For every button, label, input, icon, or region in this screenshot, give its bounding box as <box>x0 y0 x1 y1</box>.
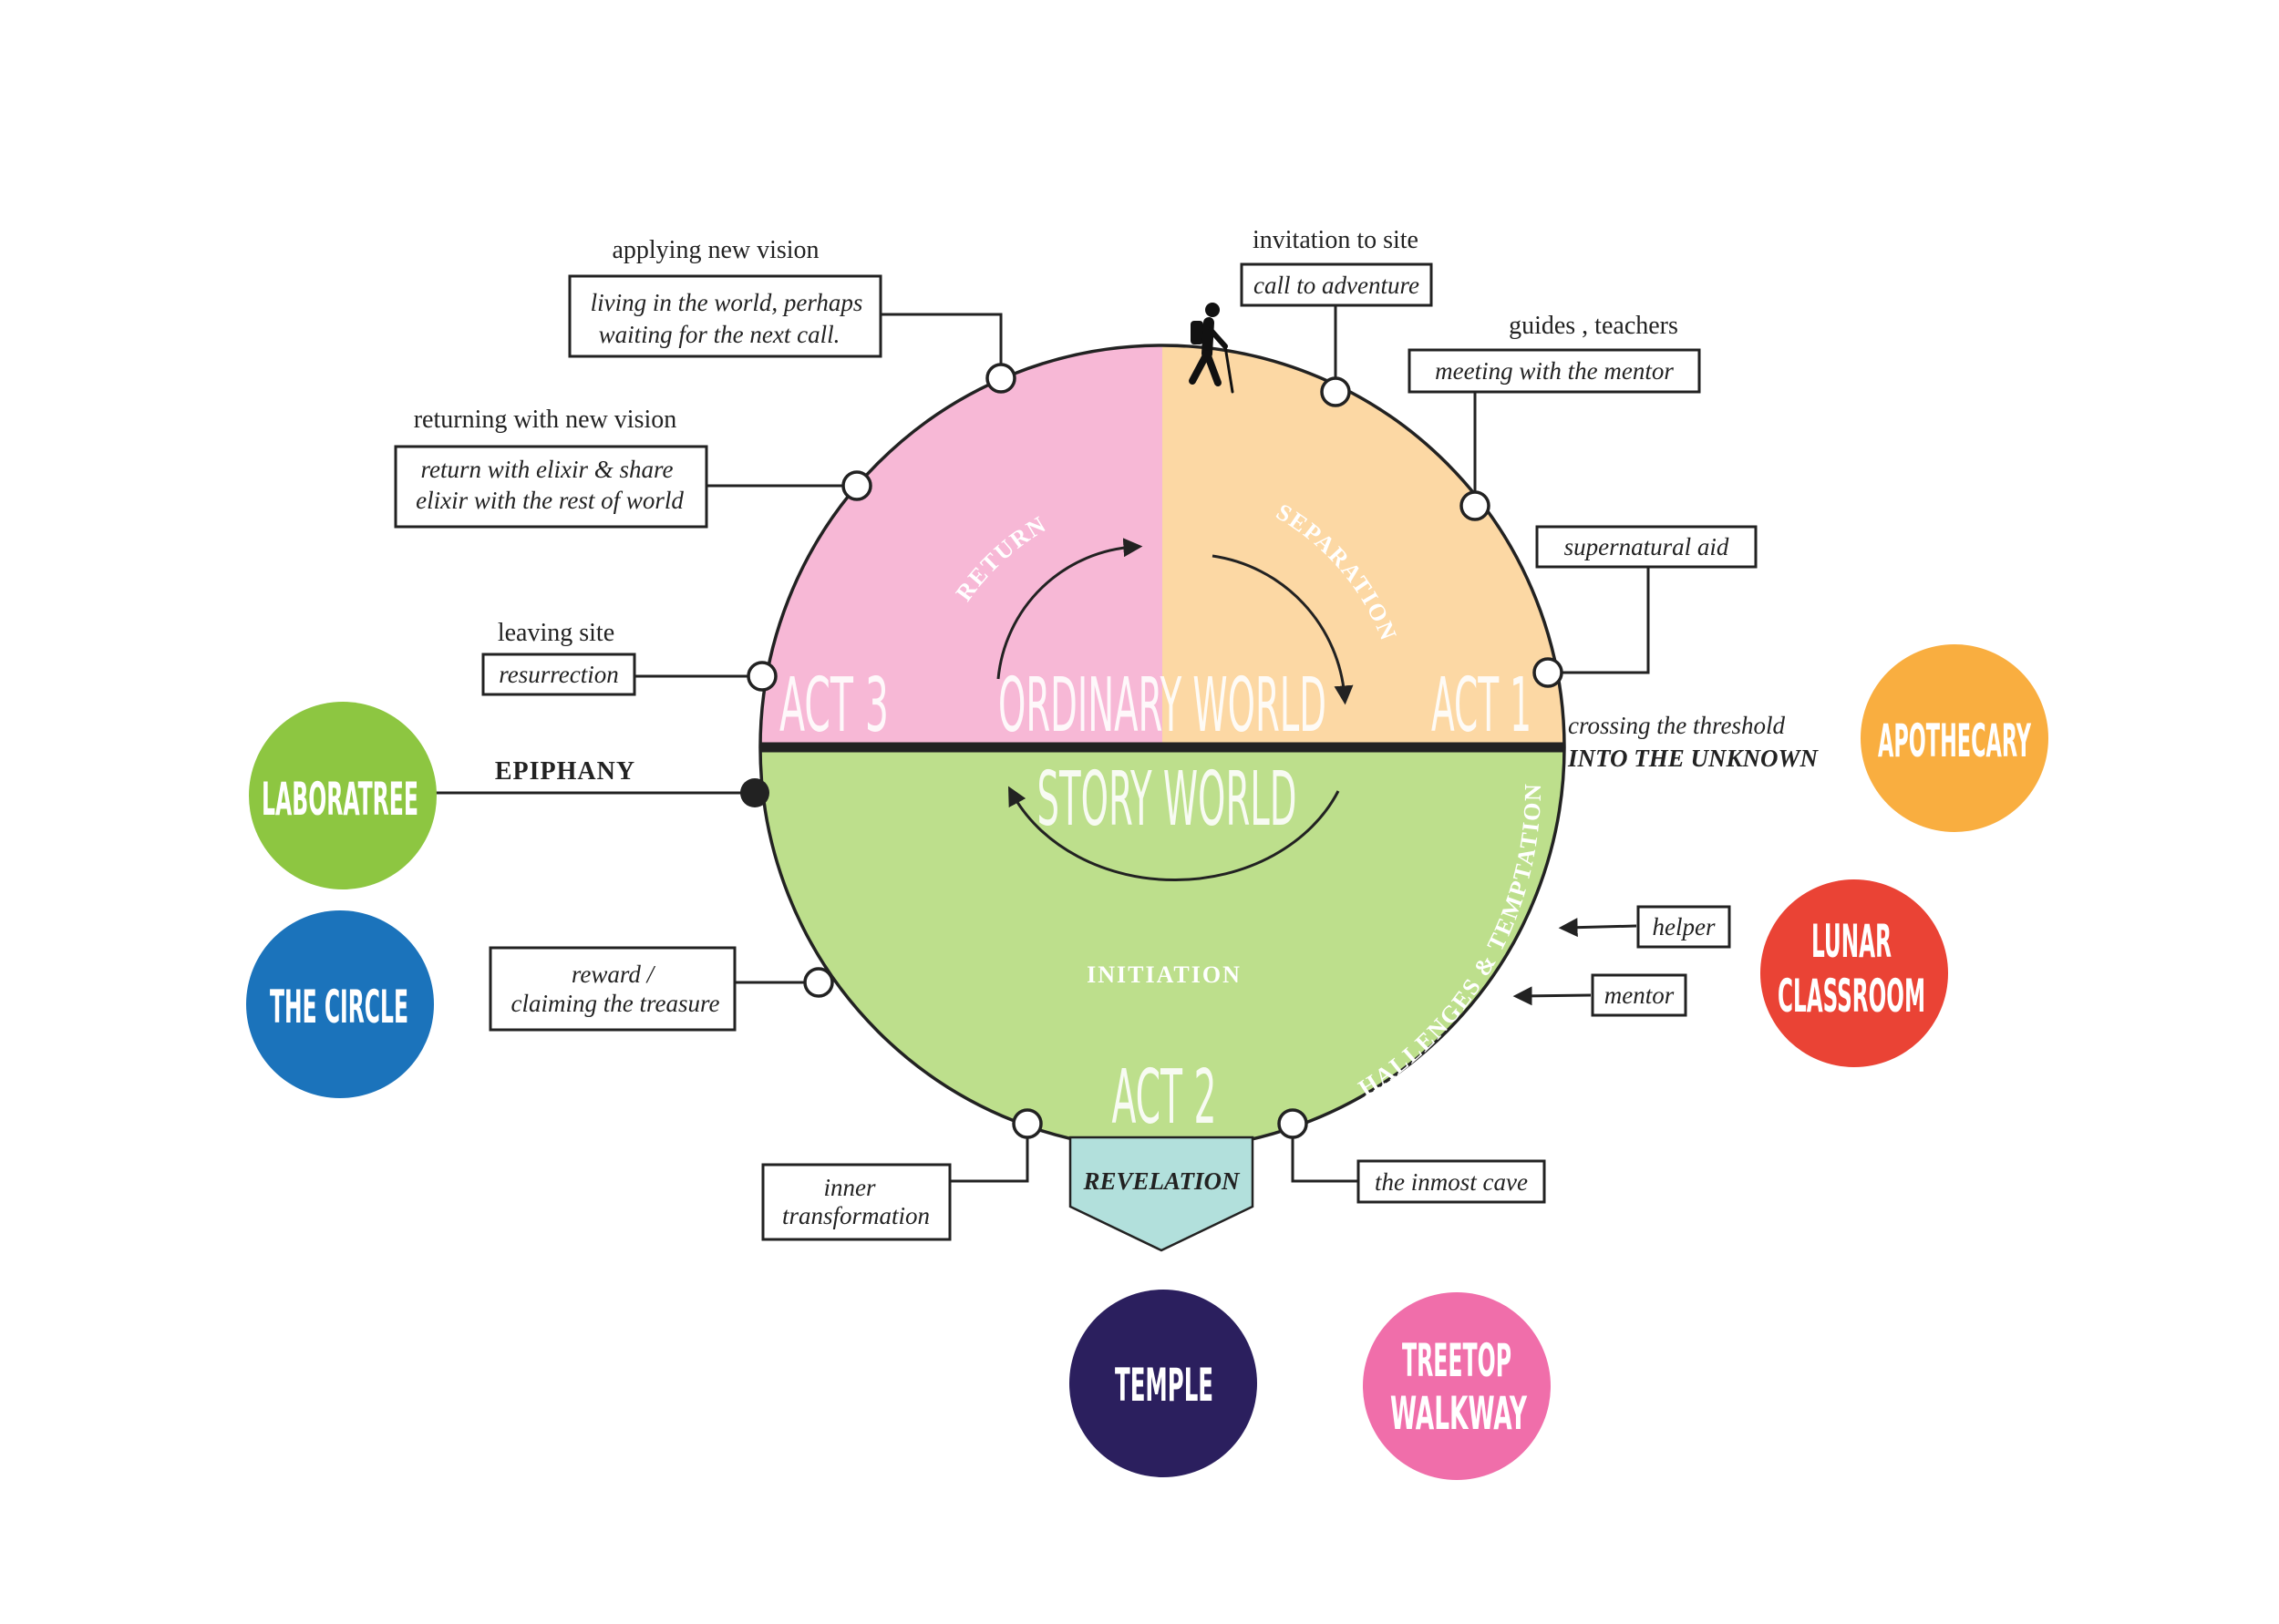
stage-living: applying new vision living in the world,… <box>568 236 1016 394</box>
location-temple[interactable]: TEMPLE <box>1069 1290 1257 1477</box>
location-treetop-walkway-line2: WALKWAY <box>1390 1387 1528 1440</box>
reward-node <box>803 967 834 998</box>
location-lunar-classroom-line2: CLASSROOM <box>1778 970 1925 1023</box>
living-line1: living in the world, perhaps <box>591 289 863 316</box>
elixir-line1: return with elixir & share <box>421 456 674 483</box>
stage-epiphany: EPIPHANY <box>436 757 769 807</box>
separation-quadrant <box>1162 345 1564 747</box>
stage-resurrection: leaving site resurrection <box>481 619 778 696</box>
stage-helper: helper <box>1558 905 1731 949</box>
location-circles: LABORATREE THE CIRCLE APOTHECARY LUNAR C… <box>246 644 2048 1480</box>
location-treetop-walkway-line1: TREETOP <box>1402 1334 1511 1387</box>
stage-reward: reward / claiming the treasure <box>489 946 834 1032</box>
resurrection-caption: leaving site <box>498 619 614 647</box>
living-node <box>985 363 1016 394</box>
ordinary-world-label: ORDINARY WORLD <box>998 663 1326 749</box>
call-caption: invitation to site <box>1253 226 1418 254</box>
location-the-circle-label: THE CIRCLE <box>270 981 408 1033</box>
cave-box-text: the inmost cave <box>1375 1168 1528 1196</box>
elixir-line2: elixir with the rest of world <box>416 487 684 514</box>
act1-label: ACT 1 <box>1431 663 1531 749</box>
story-world-half <box>760 747 1564 1149</box>
stage-call-to-adventure: invitation to site call to adventure <box>1240 226 1433 407</box>
separation-arrow <box>1212 554 1354 705</box>
initiation-arrow <box>1008 786 1340 881</box>
transformation-line2: transformation <box>782 1202 930 1229</box>
location-laboratree[interactable]: LABORATREE <box>249 702 437 889</box>
story-world-label: STORY WORLD <box>1037 756 1297 843</box>
stage-revelation: REVELATION <box>1068 1136 1254 1252</box>
location-laboratree-label: LABORATREE <box>262 773 418 826</box>
mentor2-box-text: mentor <box>1604 982 1675 1009</box>
revelation-text: REVELATION <box>1082 1167 1241 1195</box>
return-arrow <box>996 538 1143 680</box>
elixir-node <box>841 470 872 501</box>
elixir-caption: returning with new vision <box>414 406 677 434</box>
reward-line1: reward / <box>572 961 656 988</box>
aid-node <box>1532 657 1563 688</box>
reward-line2: claiming the treasure <box>511 990 720 1017</box>
location-lunar-classroom-line1: LUNAR <box>1811 915 1892 968</box>
stage-elixir: returning with new vision return with el… <box>394 406 872 529</box>
mentor-node <box>1459 490 1490 521</box>
act3-label: ACT 3 <box>779 663 889 749</box>
call-node <box>1320 376 1351 407</box>
stage-mentor2: mentor <box>1512 973 1687 1017</box>
living-line2: waiting for the next call. <box>599 321 840 348</box>
epiphany-node <box>740 778 769 807</box>
cave-node <box>1277 1108 1308 1139</box>
stage-meeting-mentor: guides , teachers meeting with the mento… <box>1408 312 1701 521</box>
threshold-line2: INTO THE UNKNOWN <box>1567 745 1820 772</box>
location-lunar-classroom[interactable]: LUNAR CLASSROOM <box>1760 879 1948 1067</box>
location-temple-label: TEMPLE <box>1115 1359 1213 1412</box>
hiker-icon <box>1189 303 1234 394</box>
return-quadrant <box>760 345 1162 747</box>
act2-label: ACT 2 <box>1112 1054 1217 1141</box>
location-apothecary-label: APOTHECARY <box>1878 714 2032 767</box>
resurrection-box-text: resurrection <box>499 661 618 688</box>
stage-supernatural-aid: supernatural aid <box>1532 525 1758 688</box>
location-apothecary[interactable]: APOTHECARY <box>1861 644 2048 832</box>
living-caption: applying new vision <box>612 236 819 264</box>
resurrection-node <box>747 661 778 692</box>
transformation-line1: inner <box>824 1174 876 1201</box>
initiation-phase-label: INITIATION <box>1087 961 1242 988</box>
aid-box-text: supernatural aid <box>1564 533 1729 560</box>
mentor-caption: guides , teachers <box>1509 312 1678 340</box>
helper-box-text: helper <box>1653 913 1716 940</box>
location-treetop-walkway[interactable]: TREETOP WALKWAY <box>1363 1292 1551 1480</box>
mentor-box-text: meeting with the mentor <box>1435 357 1674 385</box>
epiphany-caption: EPIPHANY <box>495 757 635 786</box>
stage-inner-transformation: inner transformation <box>761 1108 1043 1241</box>
call-box-text: call to adventure <box>1253 272 1419 299</box>
circle-quadrants <box>758 344 1566 1151</box>
stage-inmost-cave: the inmost cave <box>1277 1108 1546 1204</box>
location-the-circle[interactable]: THE CIRCLE <box>246 910 434 1098</box>
threshold-line1: crossing the threshold <box>1568 712 1785 739</box>
transformation-node <box>1012 1108 1043 1139</box>
